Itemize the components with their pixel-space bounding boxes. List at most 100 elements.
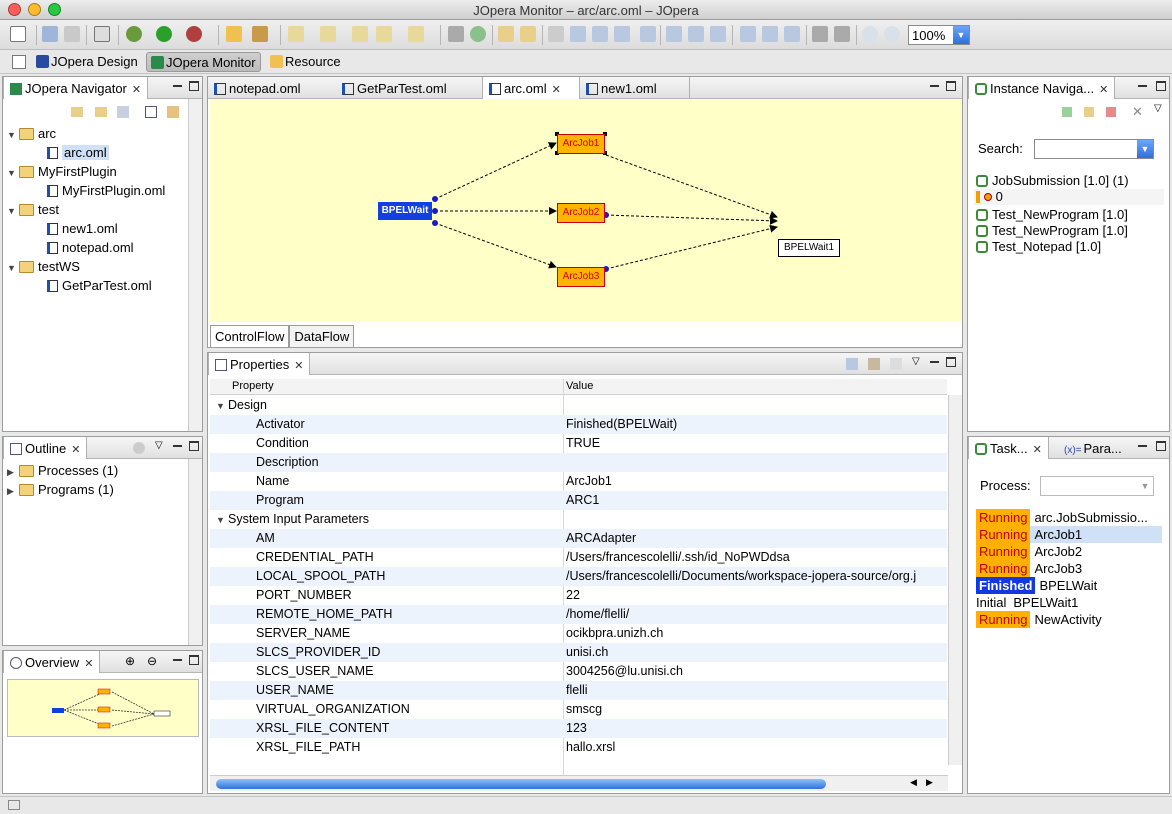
view-menu-icon[interactable]: ▽ [1154, 103, 1162, 114]
perspective-jopera-design[interactable]: JOpera Design [32, 52, 142, 72]
property-row[interactable]: REMOTE_HOME_PATH/home/flelli/ [210, 605, 947, 624]
column-property[interactable]: Property [232, 380, 274, 392]
column-value[interactable]: Value [566, 380, 594, 392]
tab-getpartest-oml[interactable]: GetParTest.oml [336, 77, 482, 99]
tree-item[interactable]: ▼arc [7, 124, 165, 143]
close-icon[interactable]: ✕ [294, 360, 304, 372]
maximize-icon[interactable] [946, 81, 956, 91]
chevron-down-icon[interactable]: ▼ [7, 168, 16, 178]
property-value[interactable]: unisi.ch [566, 645, 609, 659]
node-bpelwait[interactable]: BPELWait [378, 202, 432, 220]
close-icon[interactable]: ✕ [71, 444, 81, 456]
tree-item[interactable]: MyFirstPlugin.oml [7, 181, 165, 200]
instance-item[interactable]: 0 [974, 189, 1164, 205]
instance-item[interactable]: Test_NewProgram [1.0] [976, 223, 1128, 239]
tree-item[interactable]: GetParTest.oml [7, 276, 165, 295]
perspective-jopera-monitor[interactable]: JOpera Monitor [146, 52, 261, 72]
close-icon[interactable]: ✕ [551, 84, 561, 96]
tab-controlflow[interactable]: ControlFlow [210, 325, 290, 347]
suspend-icon[interactable] [1084, 107, 1094, 117]
property-value[interactable]: hallo.xrsl [566, 740, 616, 754]
minimize-icon[interactable] [930, 81, 940, 91]
property-value[interactable]: /Users/francescolelli/Documents/workspac… [566, 569, 917, 583]
open-folder-icon[interactable] [226, 26, 242, 42]
next-annotation-icon[interactable] [288, 26, 304, 42]
tab-instance-navigator[interactable]: Instance Naviga...✕ [968, 77, 1116, 99]
filter-icon[interactable] [133, 442, 145, 454]
zoom-out-icon[interactable]: ⊖ [147, 654, 158, 668]
tab-outline[interactable]: Outline✕ [3, 437, 88, 459]
chevron-down-icon[interactable]: ▼ [216, 401, 225, 411]
property-value[interactable]: ARC1 [566, 493, 600, 507]
property-row[interactable]: Description [210, 453, 947, 472]
align-right-icon[interactable] [710, 26, 726, 42]
binary-icon[interactable] [94, 26, 110, 42]
collapse-all-icon[interactable] [145, 106, 157, 118]
tab-parameters[interactable]: (x)=Para... [1064, 441, 1122, 456]
tab-jopera-navigator[interactable]: JOpera Navigator✕ [3, 77, 149, 99]
chevron-down-icon[interactable]: ▼ [7, 130, 16, 140]
property-value[interactable]: flelli [566, 683, 588, 697]
flip-icon[interactable] [812, 26, 828, 42]
view-menu-icon[interactable]: ▽ [912, 356, 920, 367]
new-icon[interactable] [10, 26, 26, 42]
debug-icon[interactable] [126, 26, 142, 42]
node-arcjob3[interactable]: ArcJob3 [557, 267, 605, 287]
connection-icon[interactable] [592, 26, 608, 42]
redo-icon[interactable] [520, 26, 536, 42]
properties-vscrollbar[interactable] [948, 395, 962, 765]
tab-tasks[interactable]: Task...✕ [968, 437, 1049, 459]
tree-item[interactable]: ▼testWS [7, 257, 165, 276]
chevron-right-icon[interactable]: ▶ [7, 486, 14, 496]
process-canvas[interactable]: BPELWait ArcJob1 ArcJob2 ArcJob3 BPELWai… [210, 99, 961, 322]
property-row[interactable]: LOCAL_SPOOL_PATH/Users/francescolelli/Do… [210, 567, 947, 586]
property-value[interactable]: Finished(BPELWait) [566, 417, 678, 431]
chevron-down-icon[interactable]: ▼ [7, 206, 16, 216]
perspective-resource[interactable]: Resource [266, 52, 345, 72]
maximize-icon[interactable] [1156, 81, 1166, 91]
tree-item[interactable]: ▶Programs (1) [7, 480, 118, 499]
link-editor-icon[interactable] [167, 106, 179, 118]
property-row[interactable]: CREDENTIAL_PATH/Users/francescolelli/.ss… [210, 548, 947, 567]
minimize-icon[interactable] [1138, 441, 1148, 451]
tab-arc-oml[interactable]: arc.oml✕ [482, 77, 580, 99]
tree-item[interactable]: notepad.oml [7, 238, 165, 257]
forward-icon[interactable] [408, 26, 424, 42]
maximize-icon[interactable] [189, 81, 199, 91]
open-perspective-icon[interactable] [12, 55, 26, 69]
node-arcjob1[interactable]: ArcJob1 [557, 134, 605, 154]
tab-new1-oml[interactable]: new1.oml [580, 77, 690, 99]
zoom-in-icon[interactable] [862, 26, 878, 42]
tab-properties[interactable]: Properties✕ [208, 353, 311, 375]
tree-item[interactable]: new1.oml [7, 219, 165, 238]
process-combo[interactable]: ▼ [1040, 476, 1154, 496]
instance-item[interactable]: Test_Notepad [1.0] [976, 239, 1101, 255]
chevron-down-icon[interactable]: ▼ [7, 263, 16, 273]
property-group-system-input[interactable]: ▼System Input Parameters [210, 510, 947, 529]
maximize-icon[interactable] [189, 441, 199, 451]
tree-item[interactable]: ▼test [7, 200, 165, 219]
save-icon[interactable] [42, 26, 58, 42]
tree-item[interactable]: arc.oml [7, 143, 165, 162]
minimize-icon[interactable] [173, 81, 183, 91]
tab-notepad-oml[interactable]: notepad.oml [208, 77, 334, 99]
tab-dataflow[interactable]: DataFlow [289, 325, 355, 347]
grid-icon[interactable] [640, 26, 656, 42]
minimize-icon[interactable] [1138, 81, 1148, 91]
run-icon[interactable] [156, 26, 172, 42]
maximize-icon[interactable] [189, 655, 199, 665]
